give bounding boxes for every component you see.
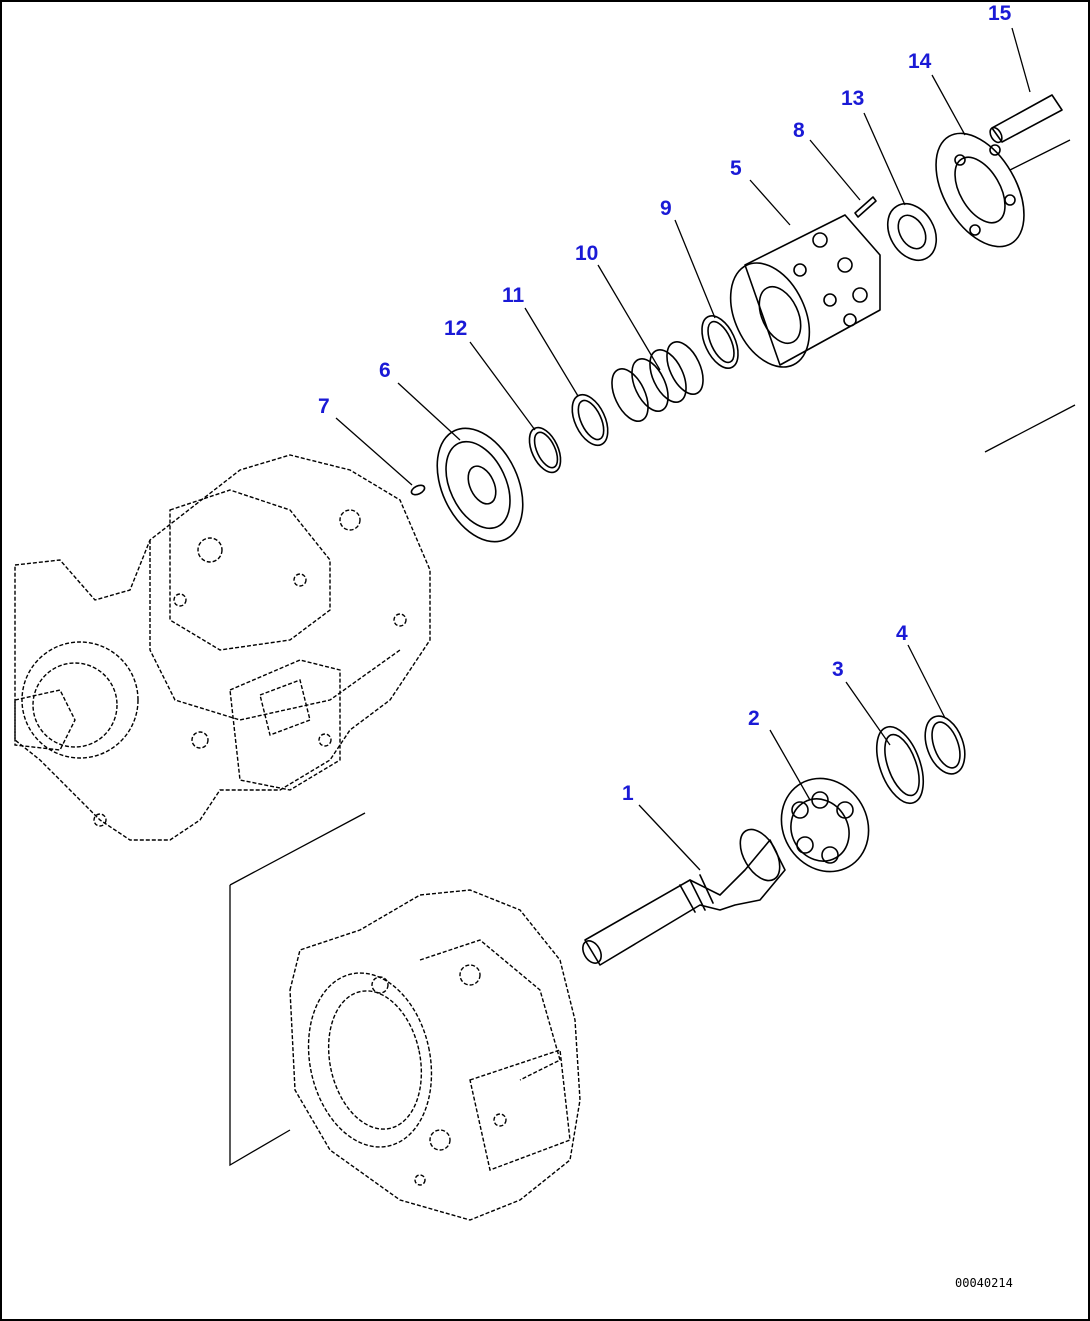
part-14-plate (935, 132, 1025, 248)
part-13-bearing (886, 202, 938, 262)
pump-case-lower (289, 889, 581, 1221)
callout-12: 12 (444, 317, 467, 340)
callout-11: 11 (502, 284, 525, 307)
callout-2: 2 (748, 707, 760, 730)
part-4-snap-ring (924, 715, 966, 775)
callout-13: 13 (841, 87, 864, 110)
part-15-pin (989, 94, 1063, 144)
pump-assembly-upper (14, 454, 431, 841)
part-8-pin (854, 196, 877, 218)
part-9-ring (701, 315, 739, 369)
part-2-bearing (780, 777, 870, 873)
callout-15: 15 (988, 2, 1012, 25)
part-1-shaft (582, 828, 786, 966)
callout-8: 8 (793, 119, 805, 142)
callout-3: 3 (832, 658, 844, 681)
callout-5: 5 (730, 157, 742, 180)
drawing-code: 00040214 (955, 1276, 1013, 1290)
part-10-spring (611, 341, 704, 422)
part-12-snap-ring (528, 426, 562, 474)
part-7-pin (410, 484, 426, 496)
callout-7: 7 (318, 395, 330, 418)
callout-14: 14 (908, 50, 932, 73)
callout-9: 9 (660, 197, 672, 220)
callout-1: 1 (622, 782, 634, 805)
part-6-valve-plate (436, 427, 524, 543)
reference-lines (229, 139, 1076, 1167)
callout-labels: 1 2 3 4 5 6 7 8 9 10 11 12 13 14 15 (318, 2, 1012, 805)
leader-lines (335, 27, 1031, 871)
part-3-ring (875, 725, 925, 805)
callout-10: 10 (575, 242, 598, 265)
part-11-ring (571, 393, 609, 447)
callout-6: 6 (379, 359, 391, 382)
part-5-cylinder-block (729, 214, 881, 368)
callout-4: 4 (896, 622, 908, 645)
